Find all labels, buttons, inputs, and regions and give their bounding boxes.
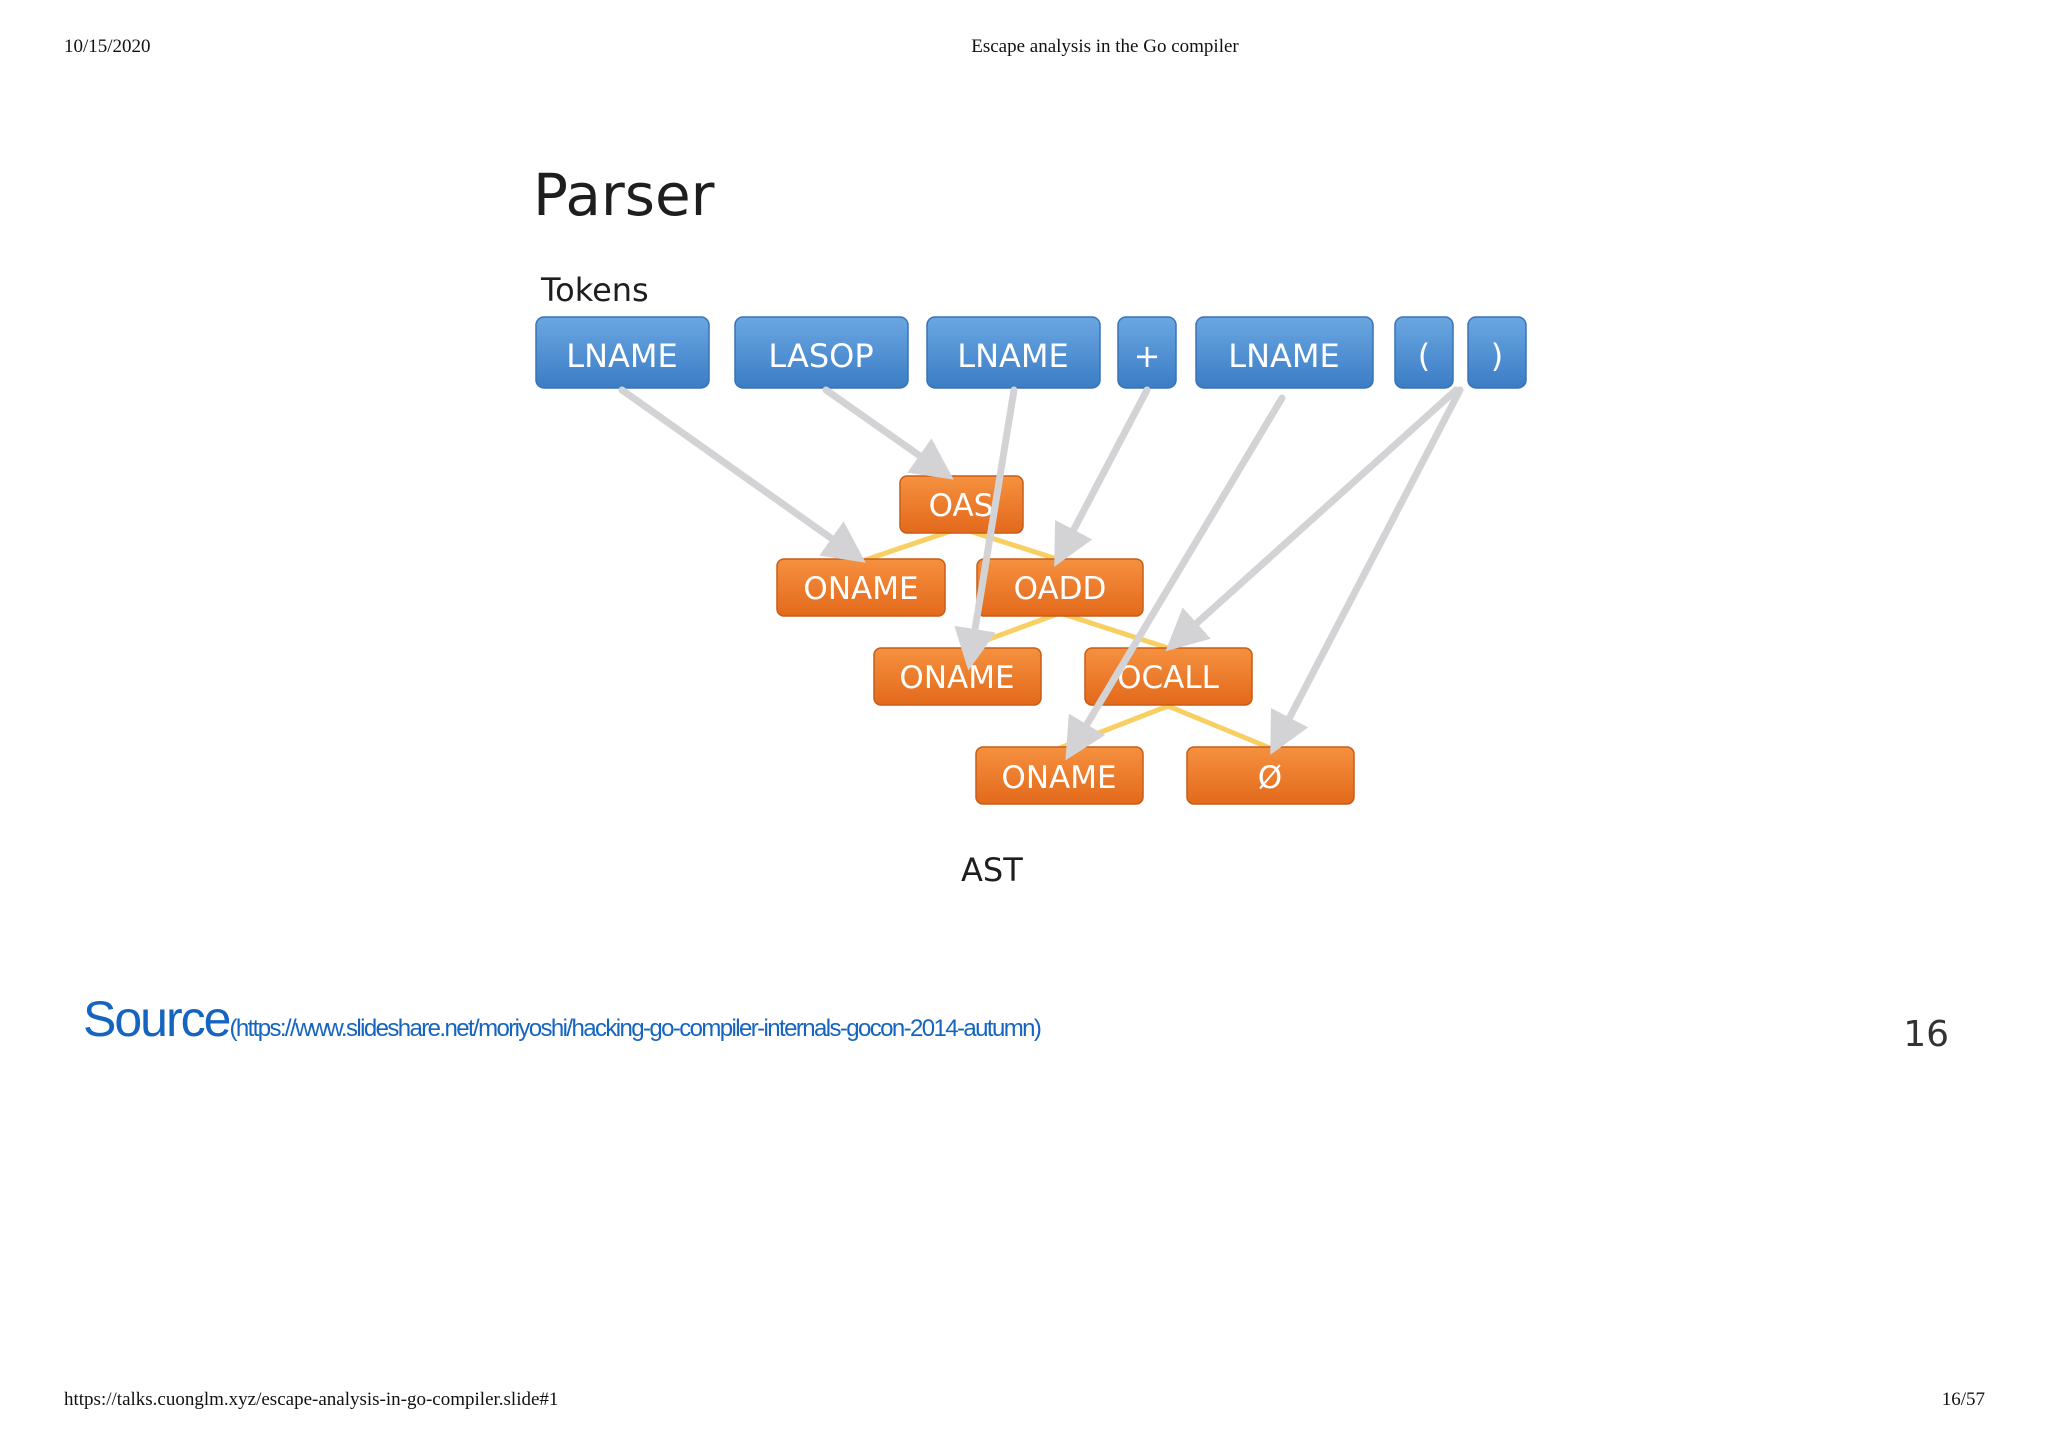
slide-page-number: 16 <box>1903 1014 1949 1055</box>
arrow <box>954 386 1018 671</box>
print-url: https://talks.cuonglm.xyz/escape-analysi… <box>64 1389 559 1410</box>
ast-node: OCALL <box>1084 647 1253 706</box>
ast-node-label: OAS <box>929 488 994 524</box>
token-box: LNAME <box>1195 316 1374 389</box>
source-label[interactable]: Source <box>83 991 231 1047</box>
token-box: ( <box>1394 316 1454 389</box>
token-box: + <box>1117 316 1177 389</box>
token-label: ) <box>1491 337 1503 375</box>
ast-node-label: ONAME <box>803 571 918 607</box>
token-label: + <box>1134 337 1161 375</box>
ast-node: ONAME <box>776 558 946 617</box>
token-box: LASOP <box>734 316 909 389</box>
source-link[interactable]: Source(https://www.slideshare.net/moriyo… <box>83 990 1042 1048</box>
ast-node: OADD <box>976 558 1144 617</box>
token-label: ( <box>1418 337 1430 375</box>
ast-node-label: OADD <box>1014 571 1107 607</box>
print-date: 10/15/2020 <box>64 36 151 57</box>
ast-node: ONAME <box>873 647 1042 706</box>
slide-title: Parser <box>533 161 715 229</box>
token-box: LNAME <box>926 316 1101 389</box>
arrow <box>1270 386 1464 755</box>
source-url[interactable]: (https://www.slideshare.net/moriyoshi/ha… <box>229 1015 1041 1042</box>
ast-node-label: ONAME <box>899 660 1014 696</box>
arrow <box>618 386 866 563</box>
ast-node: OAS <box>899 475 1024 534</box>
arrow <box>1065 394 1286 761</box>
token-label: LNAME <box>957 337 1068 375</box>
print-page: 16/57 <box>1941 1389 1985 1410</box>
token-label: LNAME <box>1228 337 1339 375</box>
token-row: LNAME LASOP LNAME + LNAME ( ) <box>535 316 1527 389</box>
ast-label: AST <box>961 851 1023 889</box>
ast-tree: OAS ONAME OADD ONAME OCALL ONAME Ø <box>776 475 1355 805</box>
print-title: Escape analysis in the Go compiler <box>971 36 1239 57</box>
token-box: LNAME <box>535 316 710 389</box>
token-label: LASOP <box>768 337 873 375</box>
arrow <box>1054 386 1151 567</box>
ast-node: Ø <box>1186 746 1355 805</box>
ast-node-label: Ø <box>1258 760 1282 796</box>
ast-node-label: ONAME <box>1001 760 1116 796</box>
token-to-ast-arrows <box>618 386 1464 761</box>
ast-node: ONAME <box>975 746 1144 805</box>
tokens-label: Tokens <box>540 271 649 309</box>
token-label: LNAME <box>566 337 677 375</box>
token-box: ) <box>1467 316 1527 389</box>
ast-node-label: OCALL <box>1117 660 1220 696</box>
arrow <box>822 386 954 480</box>
arrow <box>1165 386 1460 652</box>
